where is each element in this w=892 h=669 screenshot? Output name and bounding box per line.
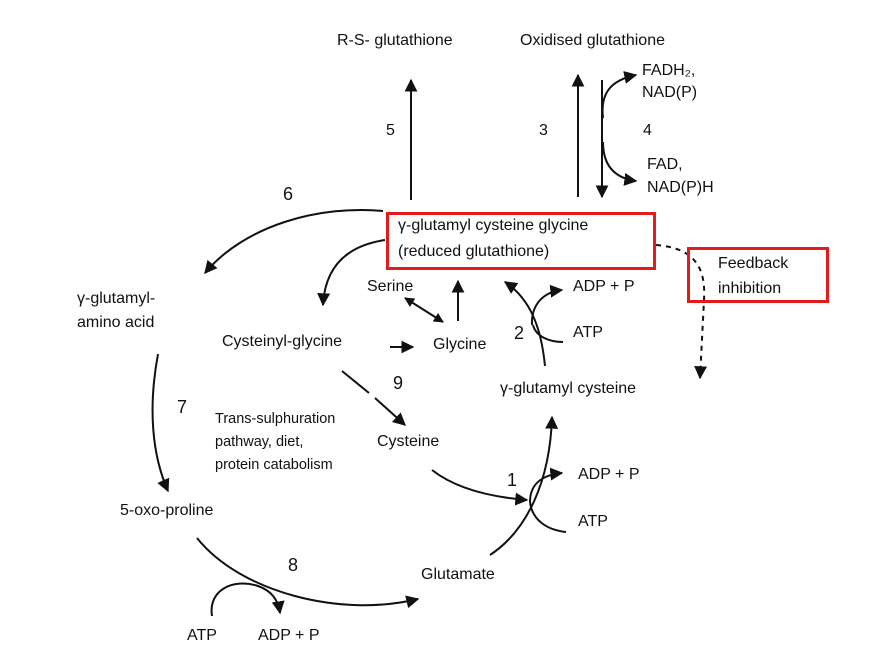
arrow-step1-adp <box>529 467 564 503</box>
label-trans-sulphuration-line2: pathway, diet, <box>215 434 304 450</box>
arrow-fadh2 <box>601 71 638 119</box>
label-fadh2: FADH₂, <box>642 62 696 79</box>
label-serine: Serine <box>367 278 414 295</box>
arc-step8-atp <box>210 582 285 617</box>
label-trans-sulphuration-line3: protein catabolism <box>215 457 333 473</box>
arrow-fad <box>602 141 638 186</box>
label-cysteinyl-glycine: Cysteinyl-glycine <box>222 333 343 350</box>
step-number-8: 8 <box>288 555 299 575</box>
arrow-feedback-inhibition <box>655 244 708 380</box>
arrow-gsh-to-cysgly <box>317 239 386 307</box>
feedback-inhibition-box <box>687 247 829 303</box>
step-number-5: 5 <box>386 122 395 139</box>
arrow-serine-glycine <box>404 297 444 323</box>
label-5-oxo-proline: 5-oxo-proline <box>120 502 214 519</box>
label-atp-step8: ATP <box>187 627 217 644</box>
label-oxidised-glutathione: Oxidised glutathione <box>520 32 665 49</box>
label-glutamate: Glutamate <box>421 566 495 583</box>
arrow-step8 <box>196 537 420 609</box>
step-number-1: 1 <box>507 470 518 490</box>
label-gamma-glutamyl-amino-acid-line2: amino acid <box>77 314 155 331</box>
arrow-step6 <box>204 208 384 274</box>
arrow-step2 <box>503 281 546 367</box>
arrow-step7 <box>151 353 170 493</box>
label-gamma-glutamyl-cysteine: γ-glutamyl cysteine <box>500 380 637 397</box>
step-number-4: 4 <box>643 122 652 139</box>
label-fad: FAD, <box>647 156 683 173</box>
arrow-step9 <box>341 370 370 394</box>
step-number-3: 3 <box>539 122 548 139</box>
arrow-cysteine-to-step1 <box>431 469 529 506</box>
label-nadph: NAD(P)H <box>647 179 714 196</box>
label-rs-glutathione: R-S- glutathione <box>337 32 453 49</box>
label-adp-p-step1: ADP + P <box>578 466 640 483</box>
label-adp-p-step2: ADP + P <box>573 278 635 295</box>
label-adp-p-step8: ADP + P <box>258 627 320 644</box>
label-trans-sulphuration-line1: Trans-sulphuration <box>215 411 336 427</box>
label-feedback-line2: inhibition <box>718 280 782 297</box>
arrow-step1 <box>489 415 559 556</box>
label-reduced-glutathione-line2: (reduced glutathione) <box>398 243 550 260</box>
label-glycine: Glycine <box>433 336 487 353</box>
label-atp-step1: ATP <box>578 513 608 530</box>
label-feedback-line1: Feedback <box>718 255 789 272</box>
label-atp-step2: ATP <box>573 324 603 341</box>
arrow-step2-adp <box>530 284 564 326</box>
label-gamma-glutamyl-amino-acid-line1: γ-glutamyl- <box>77 290 156 307</box>
step-number-2: 2 <box>514 323 525 343</box>
step-number-7: 7 <box>177 397 188 417</box>
arc-step1-atp <box>529 501 567 533</box>
step-number-6: 6 <box>283 184 294 204</box>
arc-step2-atp <box>532 324 564 343</box>
label-reduced-glutathione-line1: γ-glutamyl cysteine glycine <box>398 217 589 234</box>
step-number-9: 9 <box>393 373 404 393</box>
reduced-glutathione-box <box>386 212 656 270</box>
arrow-step9b <box>374 397 406 426</box>
label-nadp: NAD(P) <box>642 84 698 101</box>
label-cysteine: Cysteine <box>377 433 440 450</box>
